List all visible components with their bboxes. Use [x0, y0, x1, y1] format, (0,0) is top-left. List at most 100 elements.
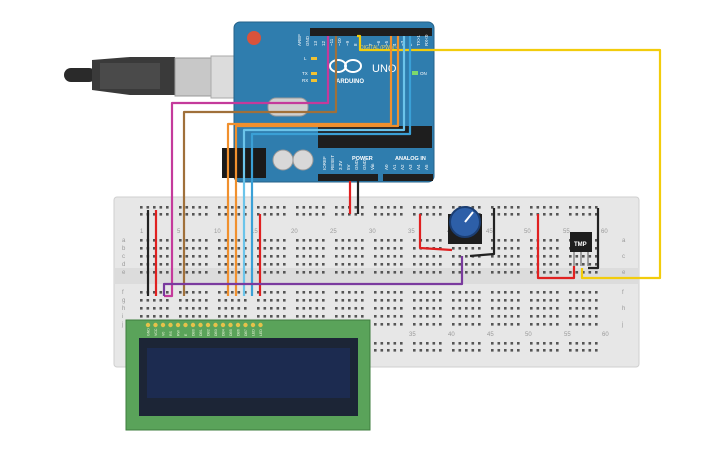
breadboard-hole — [166, 315, 169, 318]
breadboard-hole — [224, 299, 228, 302]
breadboard-hole — [510, 263, 514, 266]
breadboard-hole — [543, 342, 546, 345]
breadboard-hole — [517, 247, 520, 250]
wire-black-sensor[interactable] — [588, 208, 600, 270]
breadboard-hole — [309, 291, 312, 294]
breadboard-hole — [374, 342, 377, 345]
breadboard-hole — [237, 247, 241, 250]
breadboard-hole — [582, 315, 585, 318]
breadboard-hole — [309, 315, 312, 318]
breadboard-hole — [231, 315, 234, 318]
breadboard-hole — [140, 271, 143, 274]
breadboard-hole — [237, 315, 241, 318]
wire-orange-left[interactable] — [226, 36, 393, 296]
lcd-pin[interactable] — [145, 322, 151, 328]
breadboard-hole — [283, 206, 286, 209]
pin-label-4: 4 — [392, 43, 397, 46]
breadboard-hole — [536, 291, 540, 294]
lcd-pin[interactable] — [160, 322, 166, 328]
lcd-pin[interactable] — [235, 322, 241, 328]
wire-black-pot[interactable] — [469, 208, 496, 258]
breadboard-hole — [556, 263, 559, 266]
wire-brown[interactable] — [182, 36, 338, 296]
lcd-pin[interactable] — [190, 322, 196, 328]
wire-blue[interactable] — [250, 36, 412, 296]
breadboard-hole — [504, 206, 507, 209]
breadboard-row-label: c — [122, 254, 125, 260]
breadboard-hole — [517, 342, 520, 345]
lcd-screen — [147, 348, 350, 398]
breadboard-hole — [465, 299, 468, 302]
breadboard-hole — [302, 255, 306, 258]
lcd-pin[interactable] — [250, 322, 256, 328]
breadboard-hole — [270, 263, 273, 266]
breadboard-hole — [341, 315, 345, 318]
wire-light-blue[interactable] — [242, 36, 406, 296]
breadboard-hole — [276, 206, 280, 209]
wire-purple[interactable] — [162, 256, 464, 296]
breadboard-hole — [400, 307, 403, 310]
breadboard-hole — [478, 271, 481, 274]
lcd-pin[interactable] — [205, 322, 211, 328]
wire-yellow[interactable] — [357, 34, 662, 280]
breadboard-hole — [536, 349, 540, 352]
breadboard-hole — [146, 206, 150, 209]
breadboard-hole — [296, 263, 299, 266]
breadboard-hole — [491, 271, 494, 274]
breadboard-hole — [341, 247, 345, 250]
breadboard-hole — [582, 342, 585, 345]
breadboard-hole — [471, 323, 475, 326]
lcd-pin[interactable] — [228, 322, 233, 328]
breadboard-hole — [504, 247, 507, 250]
breadboard-center-channel — [114, 268, 639, 284]
breadboard-hole — [270, 307, 273, 310]
breadboard-hole — [153, 213, 156, 216]
breadboard-hole — [270, 206, 273, 209]
lcd-pin[interactable] — [243, 322, 248, 328]
breadboard-hole — [387, 206, 390, 209]
breadboard-hole — [192, 255, 195, 258]
breadboard-hole — [556, 342, 559, 345]
lcd-pin[interactable] — [258, 322, 263, 328]
wire-red-sensor[interactable] — [536, 214, 576, 280]
breadboard-hole — [348, 291, 351, 294]
breadboard-hole — [302, 291, 306, 294]
breadboard-hole — [510, 239, 514, 242]
lcd-pin[interactable] — [220, 322, 226, 328]
lcd-pin[interactable] — [153, 322, 158, 328]
breadboard-hole — [205, 263, 208, 266]
breadboard-hole — [231, 255, 234, 258]
breadboard-hole — [504, 307, 507, 310]
wire-red-pot[interactable] — [418, 214, 453, 252]
breadboard-hole — [419, 299, 423, 302]
breadboard-hole — [224, 307, 228, 310]
breadboard-hole — [237, 299, 241, 302]
pin-label-5: ~5 — [384, 40, 389, 46]
breadboard-hole — [276, 263, 280, 266]
breadboard-hole — [536, 307, 540, 310]
lcd-pin[interactable] — [213, 322, 218, 328]
wire-orange[interactable] — [234, 36, 400, 296]
potentiometer[interactable] — [448, 206, 482, 244]
breadboard-hole — [380, 263, 384, 266]
breadboard-hole — [400, 271, 403, 274]
breadboard-hole — [380, 342, 384, 345]
breadboard-hole — [309, 299, 312, 302]
breadboard-hole — [387, 239, 390, 242]
lcd-pin[interactable] — [175, 322, 181, 328]
breadboard-col-label: 1 — [140, 229, 144, 235]
breadboard-hole — [276, 255, 280, 258]
lcd-pin[interactable] — [168, 322, 173, 328]
lcd-pin[interactable] — [183, 322, 188, 328]
wire-magenta[interactable] — [164, 36, 330, 298]
lcd-pin[interactable] — [198, 322, 203, 328]
breadboard-hole — [439, 323, 442, 326]
breadboard-hole — [257, 263, 260, 266]
breadboard-hole — [179, 247, 182, 250]
reset-button[interactable] — [247, 31, 261, 45]
breadboard-hole — [458, 307, 462, 310]
temperature-sensor[interactable]: TMP — [570, 232, 592, 266]
breadboard-hole — [400, 315, 403, 318]
breadboard-hole — [393, 271, 397, 274]
